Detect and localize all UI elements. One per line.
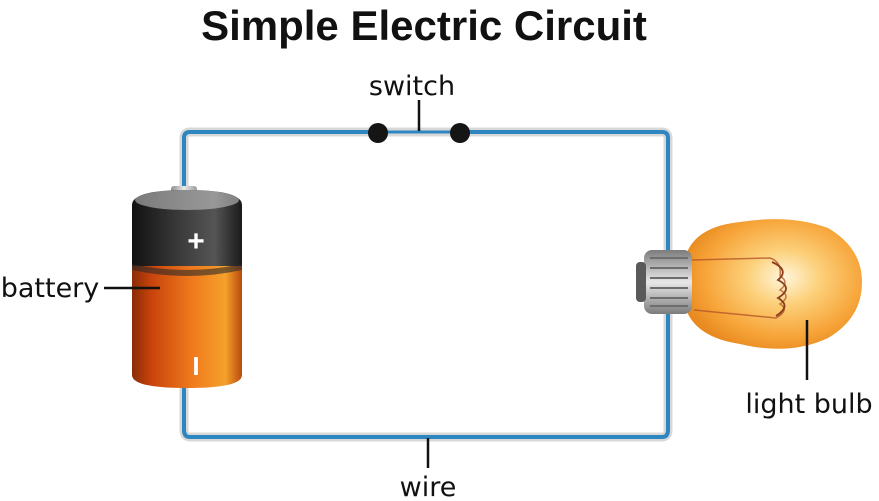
wire-label: wire xyxy=(400,472,457,501)
battery-positive-symbol: + xyxy=(187,225,205,258)
switch-terminal-right xyxy=(450,123,470,143)
switch-label: switch xyxy=(369,71,455,102)
light-bulb-label: light bulb xyxy=(745,389,872,420)
switch-icon xyxy=(368,123,470,143)
wire-loop xyxy=(179,127,673,442)
battery-negative-symbol: I xyxy=(192,351,199,381)
light-bulb-icon xyxy=(636,219,862,349)
switch-terminal-left xyxy=(368,123,388,143)
battery-icon: + I xyxy=(132,186,242,388)
diagram-title: Simple Electric Circuit xyxy=(201,2,647,49)
battery-label: battery xyxy=(1,273,100,304)
